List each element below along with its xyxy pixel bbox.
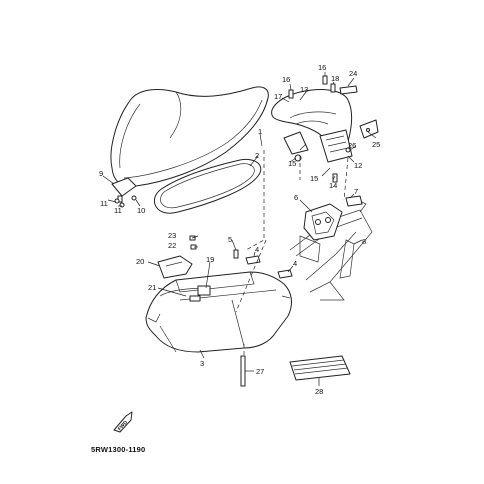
callout-26: 26 bbox=[348, 141, 356, 150]
leader-lines bbox=[102, 72, 377, 386]
callout-27: 27 bbox=[256, 367, 264, 376]
callout-11a: 11 bbox=[100, 199, 108, 208]
callout-20: 20 bbox=[136, 257, 144, 266]
callout-21: 21 bbox=[148, 283, 156, 292]
side-bracket bbox=[345, 195, 363, 207]
callout-15a: 15 bbox=[288, 159, 296, 168]
fwd-arrow bbox=[113, 411, 133, 433]
storage-box bbox=[145, 271, 292, 353]
callout-6: 6 bbox=[294, 193, 298, 202]
grab-bar bbox=[271, 89, 353, 163]
callout-10: 10 bbox=[137, 206, 145, 215]
callout-23: 23 bbox=[168, 231, 176, 240]
callout-24: 24 bbox=[349, 69, 357, 78]
dashed-lines bbox=[235, 150, 349, 356]
callout-labels: 1 2 3 4 4 5 6 7 8 9 10 11 11 12 13 14 15… bbox=[99, 63, 380, 432]
callout-5: 5 bbox=[228, 235, 232, 244]
callout-7: 7 bbox=[354, 187, 358, 196]
callout-16a: 16 bbox=[282, 75, 290, 84]
lid bbox=[157, 255, 193, 279]
callout-1: 1 bbox=[258, 127, 262, 136]
callout-16b: 16 bbox=[318, 63, 326, 72]
callout-14: 14 bbox=[329, 181, 337, 190]
callout-28: 28 bbox=[315, 387, 323, 396]
callout-22: 22 bbox=[168, 241, 176, 250]
support-rod bbox=[240, 355, 246, 387]
callout-9: 9 bbox=[99, 169, 103, 178]
diagram-code: 5RW1300-1190 bbox=[91, 445, 146, 454]
callout-12: 12 bbox=[354, 161, 362, 170]
reflector bbox=[339, 85, 358, 95]
callout-15b: 15 bbox=[310, 174, 318, 183]
callout-3: 3 bbox=[200, 359, 204, 368]
callout-4b: 4 bbox=[293, 259, 297, 268]
callout-19: 19 bbox=[206, 255, 214, 264]
callout-18: 18 bbox=[331, 74, 339, 83]
callout-11b: 11 bbox=[114, 206, 122, 215]
callout-17: 17 bbox=[274, 92, 282, 101]
hinge-bracket bbox=[111, 177, 137, 208]
seat-seal bbox=[154, 158, 262, 214]
callout-13: 13 bbox=[300, 85, 308, 94]
callout-4a: 4 bbox=[255, 245, 259, 254]
callout-25: 25 bbox=[372, 140, 380, 149]
seat bbox=[110, 86, 269, 187]
callout-8: 8 bbox=[362, 237, 366, 246]
battery-bracket bbox=[303, 203, 343, 241]
owners-manual bbox=[289, 355, 351, 381]
rear-bracket bbox=[359, 119, 379, 139]
callout-2: 2 bbox=[255, 151, 259, 160]
label-sticker bbox=[197, 285, 211, 296]
